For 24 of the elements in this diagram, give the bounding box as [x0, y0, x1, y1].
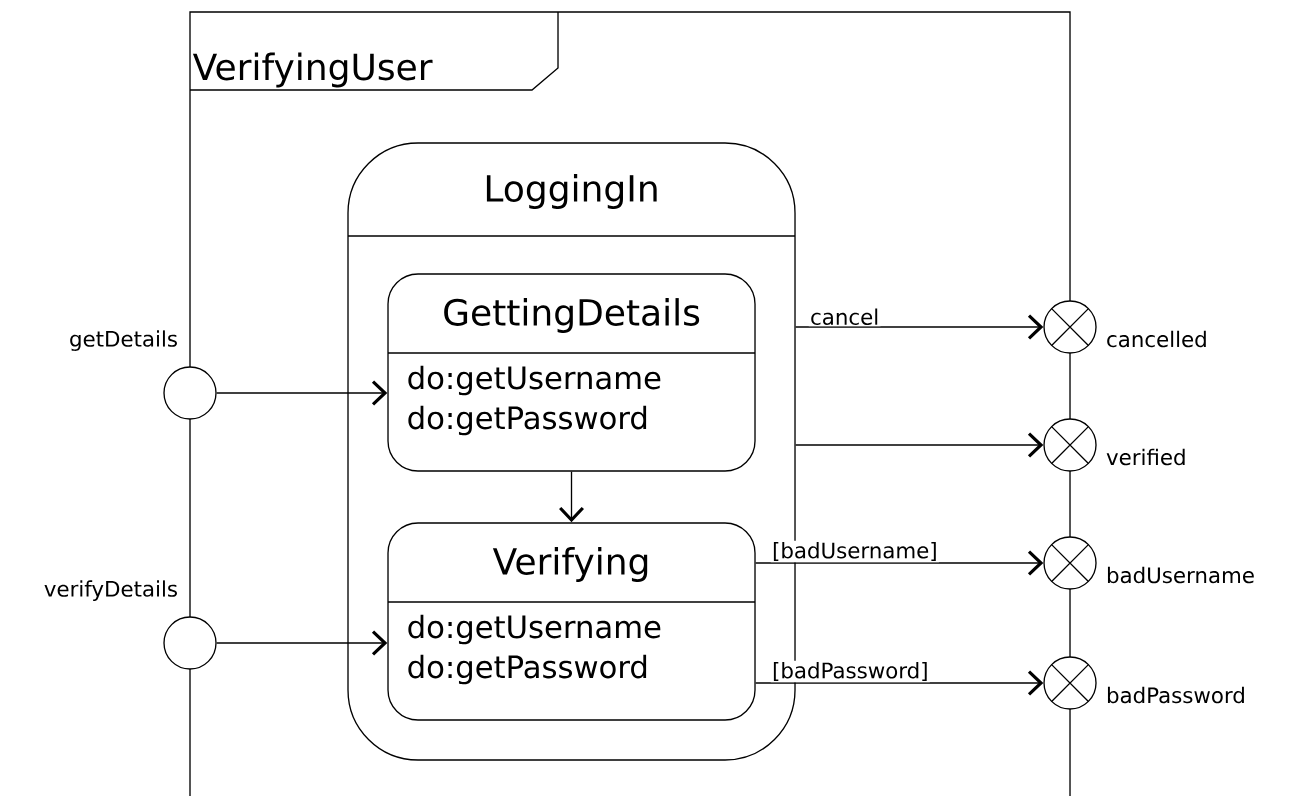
point-label: badUsername — [1107, 566, 1254, 584]
point-label: verified — [1106, 448, 1185, 466]
exit-point — [1043, 656, 1097, 710]
entry-point — [163, 366, 217, 420]
exit-point — [1043, 418, 1097, 472]
edge-label: cancel — [808, 307, 881, 327]
state-box: GettingDetails do:getUsername do:getPassword — [387, 273, 756, 472]
exit-point — [1043, 300, 1097, 354]
transition-arrow — [795, 314, 1044, 340]
transition-arrow — [559, 471, 584, 523]
point-label: badPassword — [1107, 686, 1244, 704]
transition-arrow — [216, 380, 388, 406]
point-label: verifyDetails — [44, 580, 177, 601]
edge-label: [badUsername] — [770, 540, 939, 563]
transition-arrow — [795, 432, 1044, 458]
exit-point — [1043, 536, 1097, 590]
transition-arrow — [216, 630, 388, 656]
state-box: Verifying do:getUsername do:getPassword — [387, 522, 756, 721]
point-label: cancelled — [1107, 330, 1206, 348]
edge-label: [badPassword] — [770, 660, 930, 683]
point-label: getDetails — [70, 330, 177, 351]
transition-arrow — [755, 670, 1044, 696]
transition-arrow — [755, 550, 1044, 576]
entry-point — [163, 616, 217, 670]
